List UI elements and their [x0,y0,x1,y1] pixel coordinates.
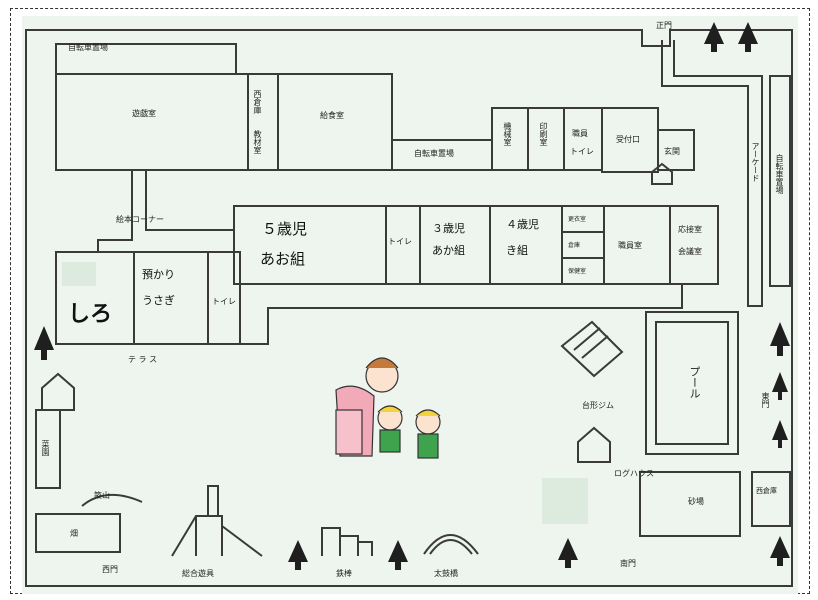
label-staff-room: 職員室 [618,241,642,250]
label-machine-room: 機械室 [503,122,512,146]
label-vegetable-garden: 菜園 [41,440,50,456]
label-age3-2: あか組 [432,244,465,257]
label-combined-playset: 総合遊具 [182,569,214,578]
label-main-gate: 正門 [656,21,672,30]
label-age3-1: ３歳児 [432,222,465,235]
label-bicycle-parking-mid: 自転車置場 [414,149,454,158]
label-log-house: ログハウス [614,469,654,478]
label-reception-room: 応接室 [678,225,702,234]
label-iron-bar: 鉄棒 [336,569,352,578]
house-icon [41,162,673,463]
label-small-room-3: 保健室 [568,268,587,275]
label-entrance: 玄関 [664,147,680,156]
label-printing-room: 印刷室 [539,122,548,146]
tree-icon [34,22,790,570]
label-age5-1: ５歳児 [262,220,308,238]
label-east-gate: 東門 [761,392,770,408]
label-terrace: テ ラ ス [128,355,158,364]
label-toilet-b: トイレ [212,297,236,306]
label-west-gate: 西門 [102,565,118,574]
label-south-gate: 南門 [620,559,636,568]
label-kitchen: 給食室 [320,111,344,120]
label-bicycle-parking-right: 自転車置場 [775,154,784,194]
label-azukari-1: 預かり [142,268,175,281]
label-age4-1: ４歳児 [506,218,539,231]
label-reception: 受付口 [616,135,640,144]
label-age4-2: き組 [506,244,528,257]
label-small-room-2: 倉庫 [568,242,581,249]
map-lines [25,22,793,587]
label-pool: プール [688,366,701,399]
label-arcade: アーケード [751,142,760,182]
label-drum-bridge: 太鼓橋 [434,569,458,578]
label-picturebook-corner: 絵本コーナー [116,215,164,224]
label-staff-toilet-1: 職員 [572,129,588,138]
label-playroom: 遊戯室 [132,109,156,118]
label-hill: 築山 [94,491,110,500]
label-azukari-2: うさぎ [142,294,175,307]
label-small-room-1: 更衣室 [568,216,587,223]
label-sandbox: 砂場 [688,497,704,506]
label-teaching-materials: 教材室 [253,130,262,154]
label-bicycle-parking-top: 自転車置場 [68,43,108,52]
label-dome-gym: 台形ジム [582,401,614,410]
label-farm-field: 畑 [70,529,78,538]
label-shiro: しろ [68,302,113,327]
label-west-prep: 西倉庫 [253,90,262,114]
label-staff-toilet-2: トイレ [570,147,594,156]
label-toilet-a: トイレ [388,237,412,246]
label-meeting-room: 会議室 [678,247,702,256]
teacher-children-illustration [335,357,441,459]
kindergarten-map: 自転車置場 遊戯室 西倉庫 教材室 給食室 自転車置場 機械室 印刷室 職員 ト… [22,16,798,594]
label-west-storage: 西倉庫 [756,487,777,495]
label-age5-2: あお組 [260,250,306,268]
